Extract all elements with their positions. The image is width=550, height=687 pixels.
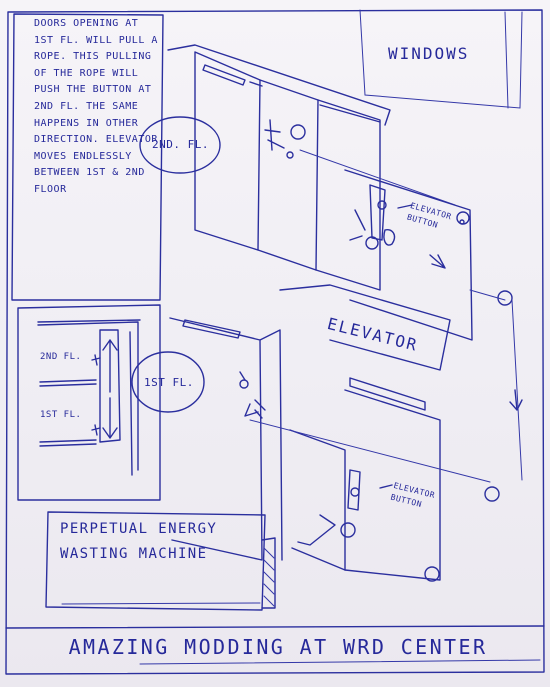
caption-underline [61,602,261,605]
floor-inset-diagram [17,304,161,501]
windows-label: Windows [388,44,470,63]
first-floor-bubble-label: 1st fl. [144,376,194,389]
elevator-panel-upper [344,169,523,481]
title-divider [5,625,545,629]
caption-box [45,511,266,611]
explanation-note: Doors opening at 1st fl. will pull a rop… [34,18,158,195]
sheet-title: Amazing modding at WRD center [68,635,488,659]
window-mullion [504,11,509,109]
first-floor-doors [169,284,500,582]
window-frame [359,9,523,109]
second-floor-bubble-label: 2nd. fl. [152,138,209,151]
inset-second-floor-label: 2nd fl. [40,352,82,362]
inset-first-floor-label: 1st fl. [40,410,82,420]
title-underline [139,659,541,665]
second-floor-bubble [139,116,221,174]
sheet-frame [5,9,545,675]
note-box [11,13,164,301]
second-floor-doors [167,44,456,291]
first-floor-bubble [131,351,205,413]
caption-text: Perpetual energy wasting machine [60,521,218,562]
caption-box-shading [261,537,276,609]
